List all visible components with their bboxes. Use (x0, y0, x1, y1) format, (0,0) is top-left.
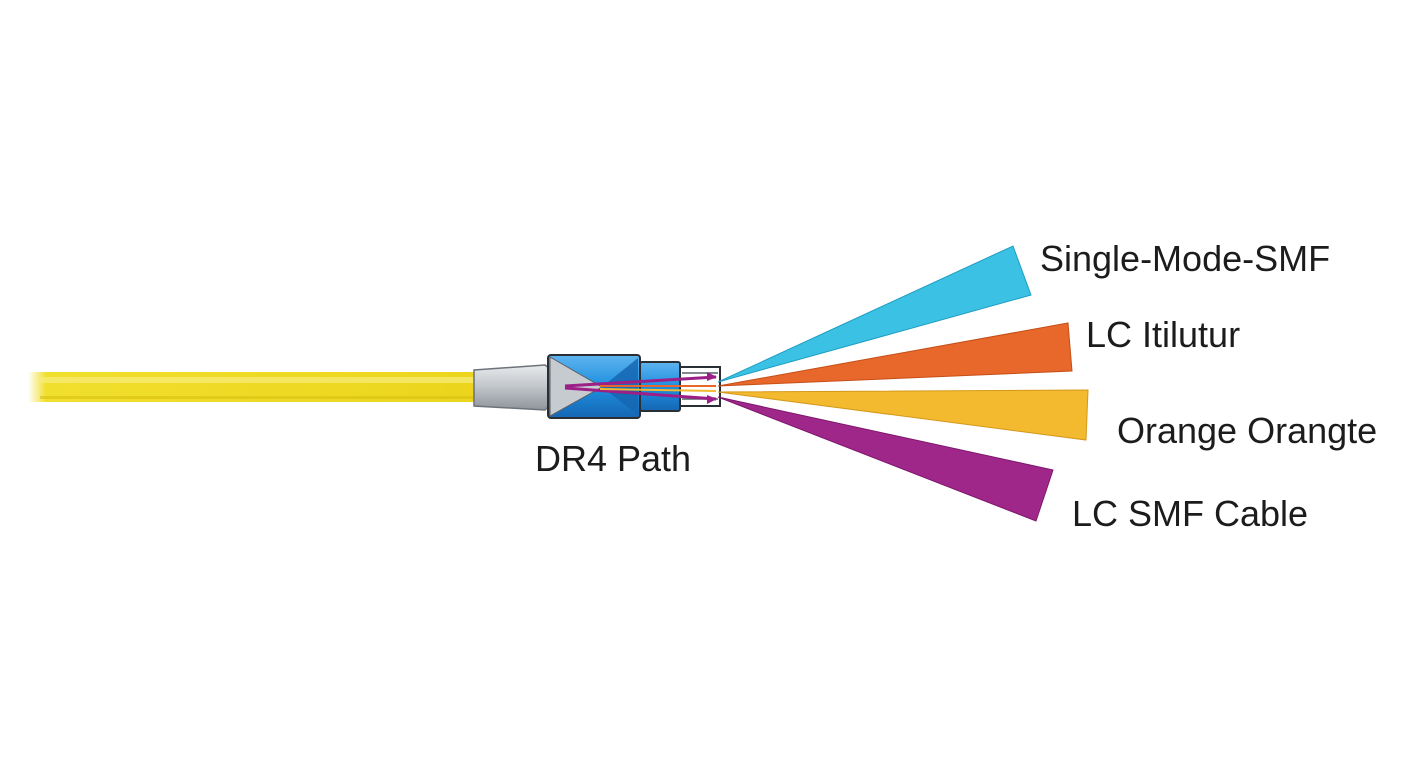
connector-label: DR4 Path (535, 438, 692, 479)
connector-boot (473, 364, 550, 411)
yellow-fiber-cable (28, 372, 478, 402)
branch-label-lc-smf-cable: LC SMF Cable (1072, 493, 1309, 534)
branch-lc-smf-cable (717, 396, 1054, 522)
internal-fibers (564, 372, 717, 404)
branch-single-mode-smf (717, 245, 1032, 383)
branch-label-single-mode-smf: Single-Mode-SMF (1040, 238, 1331, 279)
branch-label-lc-itilutur: LC Itilutur (1086, 314, 1241, 355)
branch-orange-orangte (717, 389, 1089, 441)
branch-lc-itilutur (717, 322, 1073, 387)
branch-label-orange-orangte: Orange Orangte (1117, 410, 1378, 451)
